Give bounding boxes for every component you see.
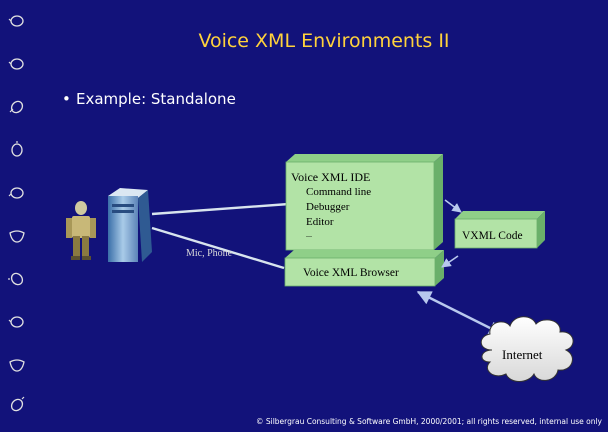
connection-line-browser [151, 226, 285, 270]
arrow-browser-internet [416, 290, 504, 336]
ide-item: Debugger [306, 201, 350, 213]
ide-box [285, 154, 443, 251]
ring-icon [8, 316, 24, 328]
ring-icon [9, 100, 24, 114]
ide-item: ... [306, 230, 312, 239]
ide-item: Command line [306, 186, 372, 198]
ring-icon [8, 272, 24, 286]
bullet-dot: • [62, 90, 71, 108]
ide-title: Voice XML IDE [291, 170, 371, 184]
internet-cloud-icon [480, 316, 574, 382]
bullet-item: • Example: Standalone [62, 90, 236, 108]
arrow-vxml-to-browser [441, 255, 459, 268]
ring-icon [10, 396, 25, 412]
vxml-code-box [454, 211, 545, 249]
slide-title: Voice XML Environments II [198, 30, 450, 52]
ring-icon [9, 230, 25, 243]
vxml-code-label: VXML Code [462, 230, 523, 242]
ring-icon [9, 359, 25, 372]
ring-icon [8, 15, 24, 27]
ide-item: Editor [306, 216, 334, 228]
ring-icon [8, 187, 24, 199]
connection-line-ide [151, 202, 290, 216]
browser-box [284, 250, 444, 287]
copyright-footer: © Silbergrau Consulting & Software GmbH,… [255, 417, 602, 426]
internet-label: Internet [502, 347, 543, 362]
ring-decoration-column [0, 0, 40, 432]
browser-label: Voice XML Browser [303, 267, 399, 279]
ring-icon [8, 58, 24, 70]
ring-icon [11, 141, 23, 157]
arrow-ide-to-vxml [444, 199, 462, 213]
person-icon [66, 201, 96, 260]
server-icon [108, 188, 152, 262]
connection-label: Mic, Phone [186, 248, 233, 259]
bullet-text: Example: Standalone [76, 90, 236, 108]
